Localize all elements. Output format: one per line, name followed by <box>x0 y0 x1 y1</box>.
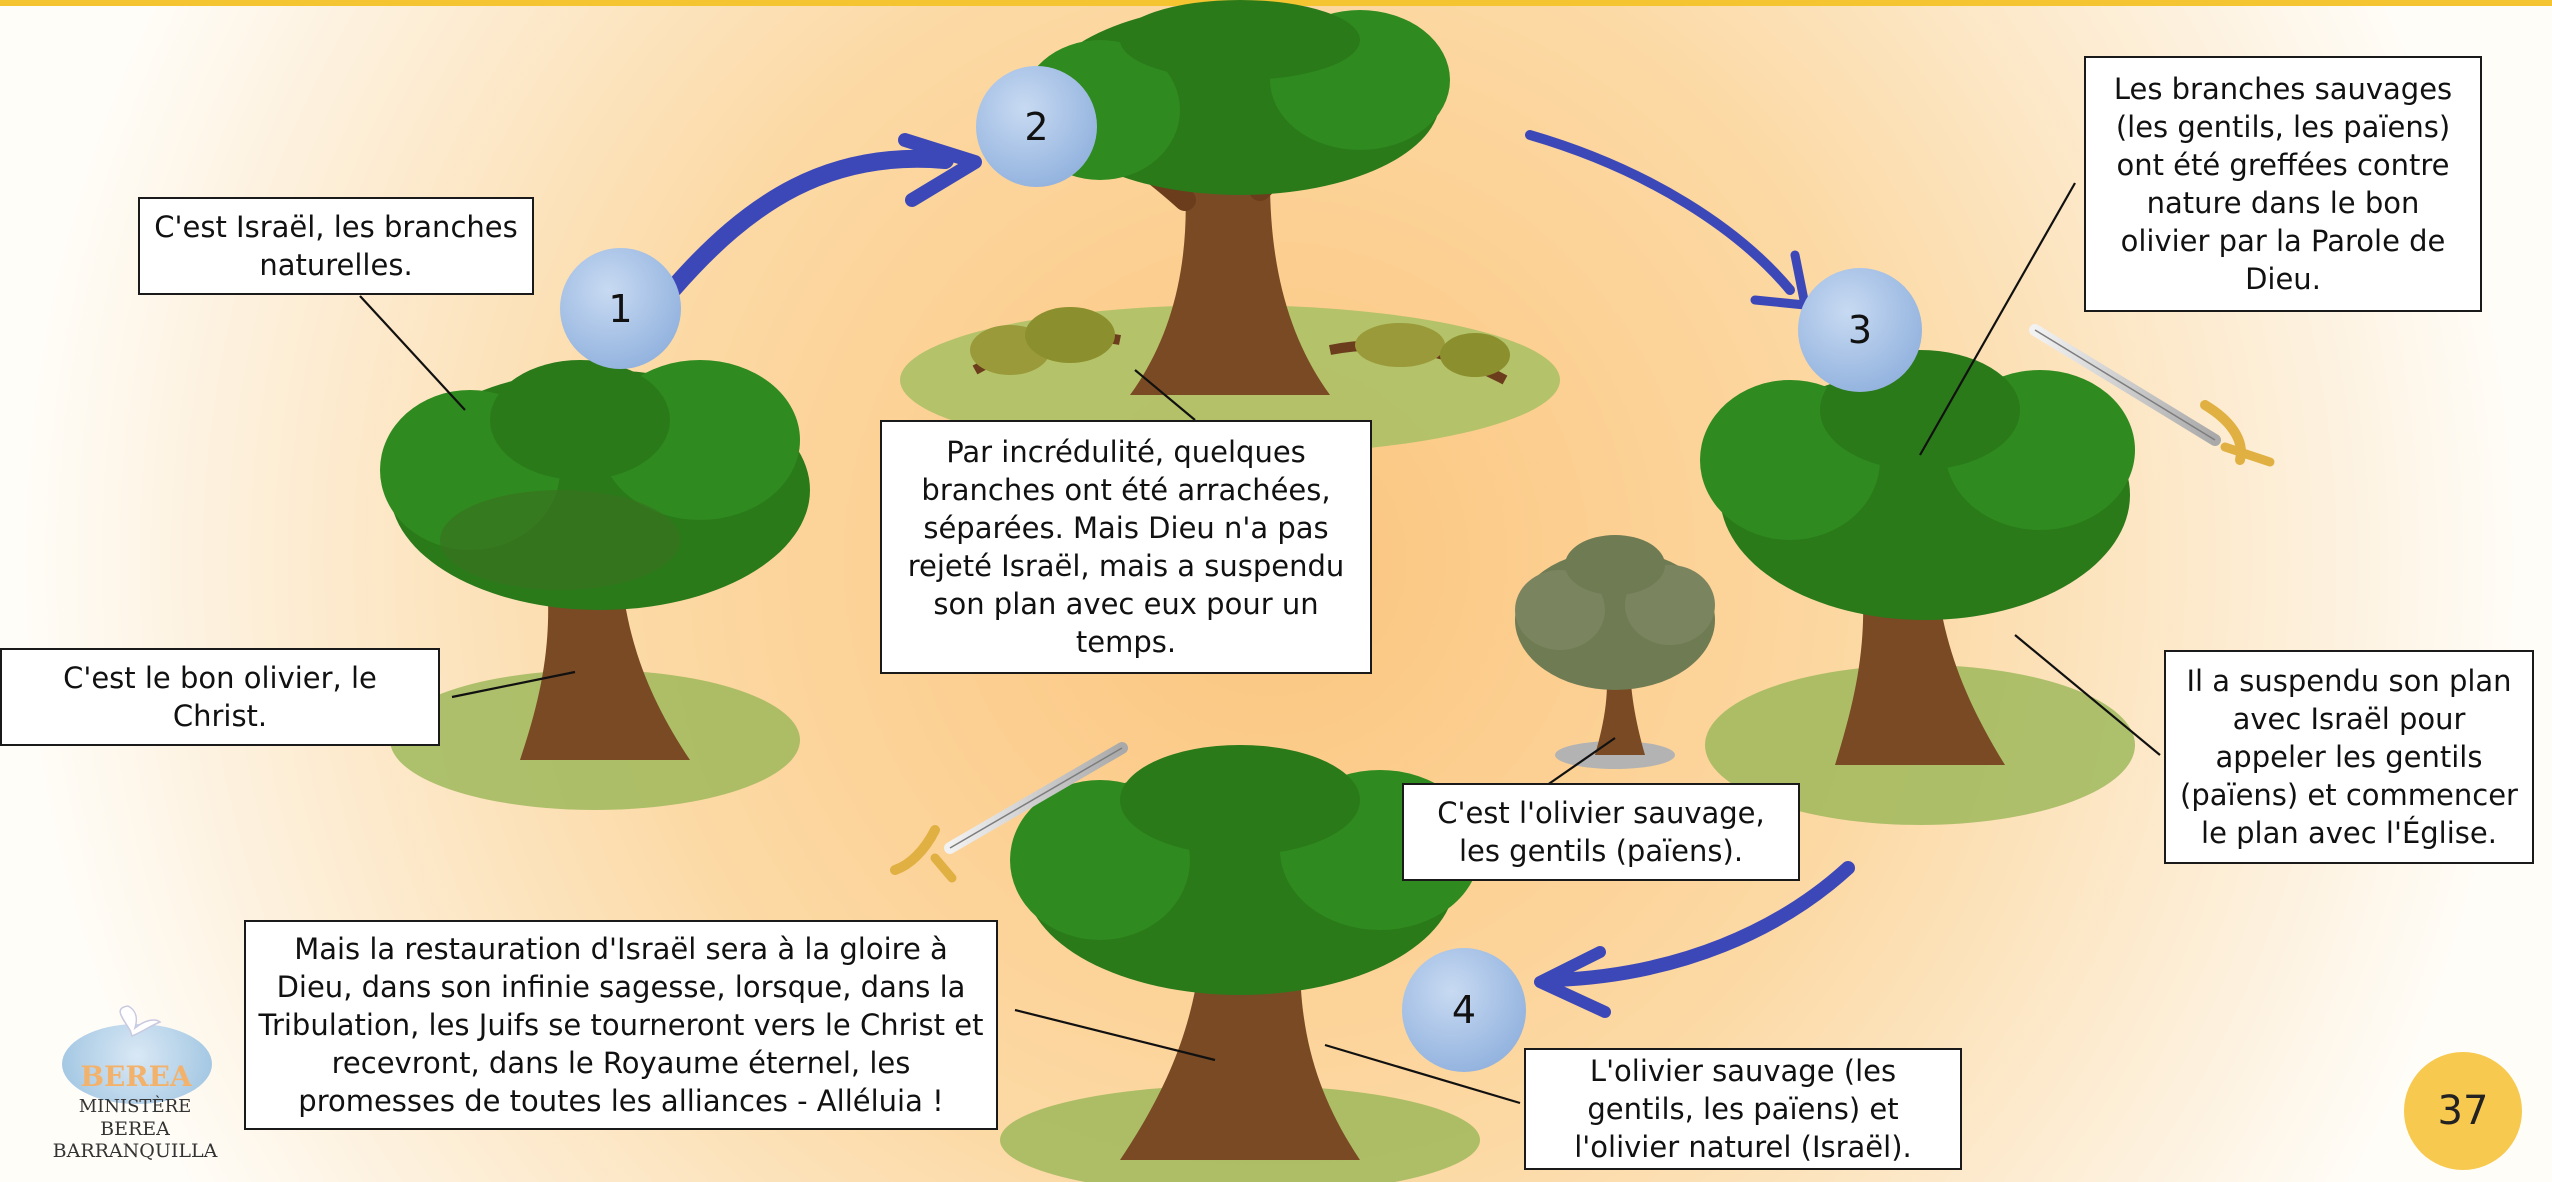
logo-line-ministere: MINISTÈRE <box>78 1096 192 1117</box>
dove-icon <box>119 1005 162 1037</box>
label-restoration: Mais la restauration d'Israël sera à la … <box>244 920 998 1130</box>
arrow-icon <box>663 133 982 299</box>
label-suspended-plan: Il a suspendu son plan avec Israël pour … <box>2164 650 2534 864</box>
label-israel-natural-branches: C'est Israël, les branches naturelles. <box>138 197 534 295</box>
step-number-4: 4 <box>1402 948 1526 1072</box>
logo-badge <box>62 1024 212 1104</box>
page-number: 37 <box>2404 1052 2522 1170</box>
sword-icon <box>2029 324 2275 467</box>
tree-icon <box>380 360 810 810</box>
label-wild-branches-grafted: Les branches sauvages (les gentils, les … <box>2084 56 2482 312</box>
logo-line-barranquilla: BEREA BARRANQUILLA <box>52 1118 218 1162</box>
step-number-2: 2 <box>976 66 1097 187</box>
uprooted-branches-icon <box>970 307 1510 385</box>
step-number-3: 3 <box>1798 268 1922 392</box>
logo-name: BEREA <box>80 1060 192 1093</box>
label-unbelief: Par incrédulité, quelques branches ont é… <box>880 420 1372 674</box>
wild-olive-tree-icon <box>1515 535 1715 769</box>
arrow-icon <box>1534 861 1855 1018</box>
tree-icon <box>900 0 1560 455</box>
step-number-1: 1 <box>560 248 681 369</box>
tree-icon <box>1700 350 2135 825</box>
arrow-icon <box>1525 130 1810 310</box>
ministry-logo: BEREA MINISTÈRE BEREA BARRANQUILLA <box>20 1000 250 1162</box>
sword-icon <box>890 742 1128 883</box>
label-wild-and-natural-olive: L'olivier sauvage (les gentils, les païe… <box>1524 1048 1962 1170</box>
label-wild-olive-gentiles: C'est l'olivier sauvage, les gentils (pa… <box>1402 783 1800 881</box>
label-good-olive-christ: C'est le bon olivier, le Christ. <box>0 648 440 746</box>
connector-lines <box>359 182 2161 1105</box>
